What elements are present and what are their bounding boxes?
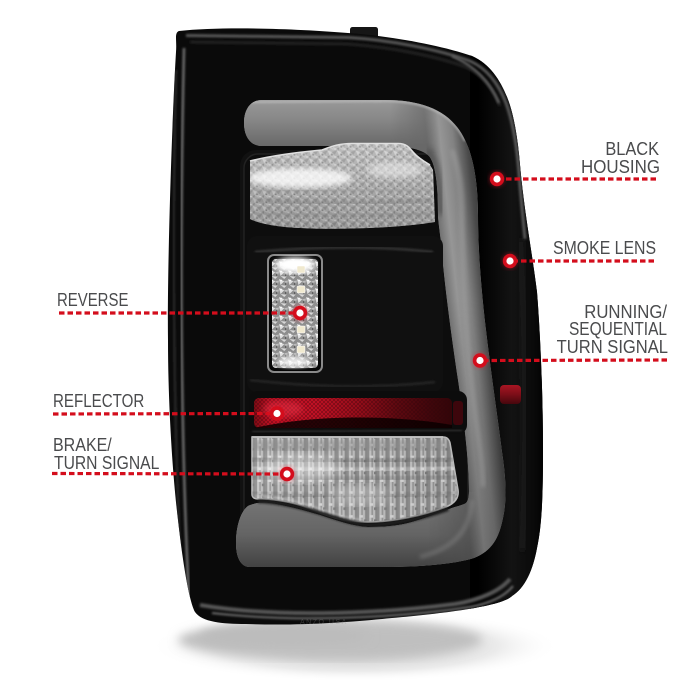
svg-text:ANZO USA: ANZO USA [300, 619, 348, 626]
